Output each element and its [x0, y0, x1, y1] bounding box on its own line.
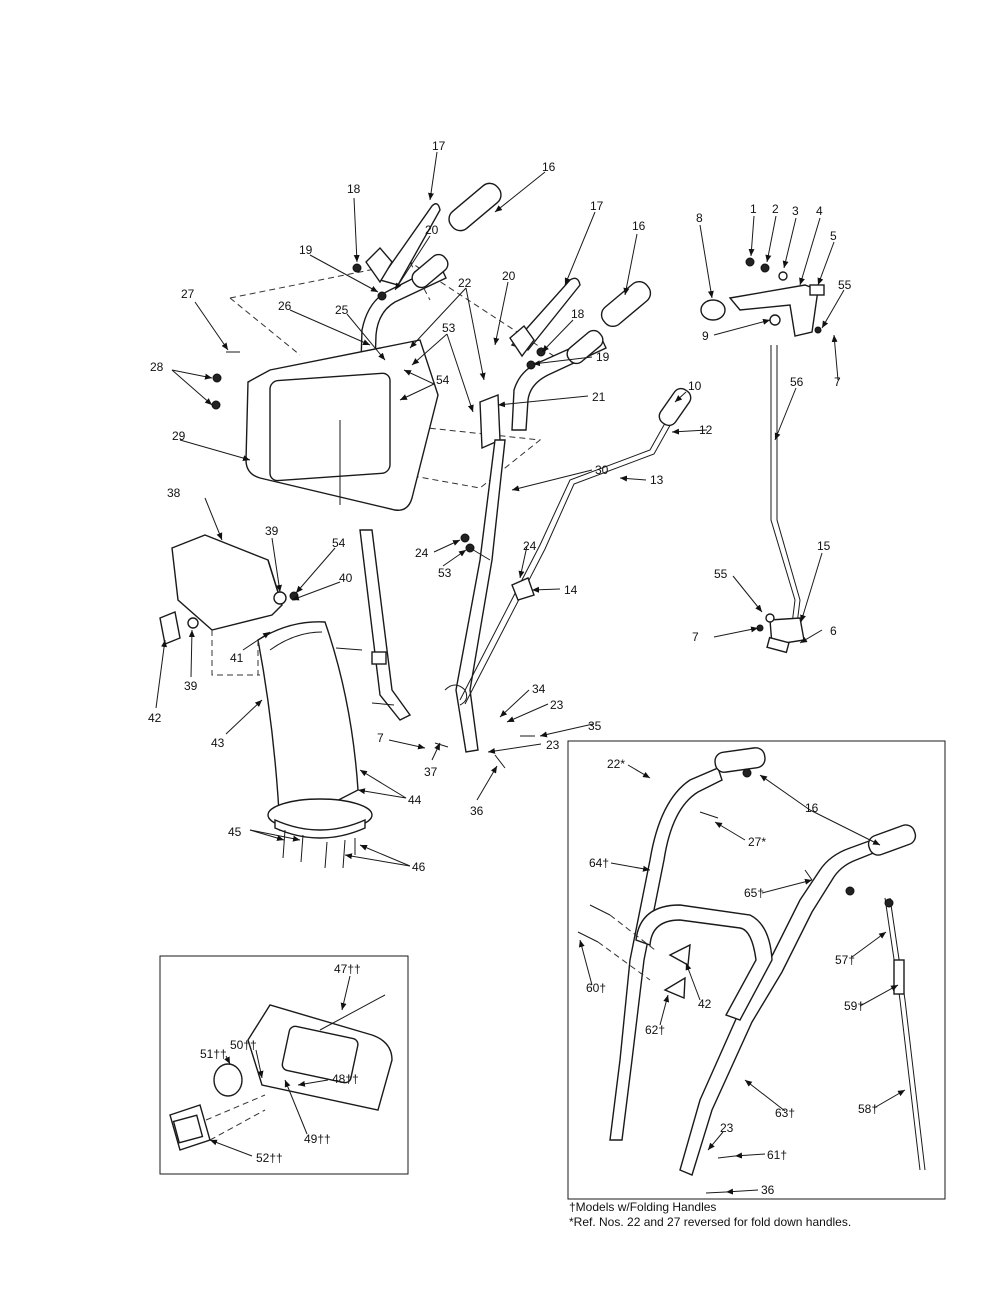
callout-35: 35 [588, 719, 602, 733]
callout-27-star: 27* [748, 835, 766, 849]
callout-9: 9 [702, 329, 709, 343]
callout-38: 38 [167, 486, 181, 500]
callout-22: 22 [458, 276, 472, 290]
callout-28: 28 [150, 360, 164, 374]
right-upper-handle [479, 277, 652, 450]
callout-43: 43 [211, 736, 225, 750]
callout-labels: 1 2 3 4 5 8 55 9 7 56 15 55 7 6 17 16 18… [148, 139, 878, 1197]
callout-64: 64† [589, 856, 609, 870]
callout-49: 49†† [304, 1132, 331, 1146]
callout-54-bottom: 54 [332, 536, 346, 550]
callout-39-bottom: 39 [184, 679, 198, 693]
callout-54-top: 54 [436, 373, 450, 387]
callout-62: 62† [645, 1023, 665, 1037]
callout-17-right: 17 [590, 199, 604, 213]
callout-2: 2 [772, 202, 779, 216]
callout-34: 34 [532, 682, 546, 696]
callout-45: 45 [228, 825, 242, 839]
callout-47-light-kit: 47†† [334, 962, 361, 976]
callout-46: 46 [412, 860, 426, 874]
callout-7-left: 7 [377, 731, 384, 745]
chute-assembly [159, 534, 373, 869]
callout-16-left: 16 [542, 160, 556, 174]
callout-21: 21 [592, 390, 606, 404]
handle-alignment-plane-lower [379, 424, 542, 489]
callout-59: 59† [844, 999, 864, 1013]
callout-3: 3 [792, 204, 799, 218]
callout-60: 60† [586, 981, 606, 995]
callout-20-left: 20 [425, 223, 439, 237]
handle-bolts [335, 547, 535, 769]
callout-24-left: 24 [415, 546, 429, 560]
callout-48: 48†† [332, 1072, 359, 1086]
callout-50-bulb: 50†† [230, 1038, 257, 1052]
lower-handles [359, 439, 506, 753]
callout-63: 63† [775, 1106, 795, 1120]
callout-52-lamp: 52†† [256, 1151, 283, 1165]
callout-12: 12 [699, 423, 713, 437]
callout-37: 37 [424, 765, 438, 779]
callout-17-left: 17 [432, 139, 446, 153]
callout-58: 58† [858, 1102, 878, 1116]
callout-41: 41 [230, 651, 244, 665]
callout-15: 15 [817, 539, 831, 553]
callout-29: 29 [172, 429, 186, 443]
callout-6: 6 [830, 624, 837, 638]
callout-53-bottom: 53 [438, 566, 452, 580]
callout-56: 56 [790, 375, 804, 389]
callout-16-folding: 16 [805, 801, 819, 815]
callout-53-top: 53 [442, 321, 456, 335]
callout-5: 5 [830, 229, 837, 243]
callout-55-top: 55 [838, 278, 852, 292]
callout-10: 10 [688, 379, 702, 393]
callout-23-bottom: 23 [546, 738, 560, 752]
callout-55-bottom: 55 [714, 567, 728, 581]
shift-bracket-assembly [700, 257, 825, 654]
callout-26: 26 [278, 299, 292, 313]
callout-1: 1 [750, 202, 757, 216]
callout-25: 25 [335, 303, 349, 317]
folding-handles-parts [577, 747, 926, 1194]
footnote-reversed-parts: *Ref. Nos. 22 and 27 reversed for fold d… [569, 1215, 852, 1229]
leader-lines [155, 151, 906, 1195]
callout-7-top: 7 [834, 375, 841, 389]
callout-19-left: 19 [299, 243, 313, 257]
callout-23-folding: 23 [720, 1121, 734, 1135]
callout-19-right: 19 [596, 350, 610, 364]
callout-27: 27 [181, 287, 195, 301]
callout-18-left: 18 [347, 182, 361, 196]
callout-65: 65† [744, 886, 764, 900]
callout-13: 13 [650, 473, 664, 487]
left-upper-handle [352, 182, 502, 396]
callout-57: 57† [835, 953, 855, 967]
light-kit-inset-frame [159, 955, 409, 1175]
callout-4: 4 [816, 204, 823, 218]
callout-8: 8 [696, 211, 703, 225]
callout-51-lens: 51†† [200, 1047, 227, 1061]
callout-16-right: 16 [632, 219, 646, 233]
callout-39-top: 39 [265, 524, 279, 538]
callout-61: 61† [767, 1148, 787, 1162]
callout-40: 40 [339, 571, 353, 585]
callout-36-folding: 36 [761, 1183, 775, 1197]
light-kit-parts [169, 994, 393, 1151]
callout-44: 44 [408, 793, 422, 807]
callout-7-right: 7 [692, 630, 699, 644]
callout-22-star: 22* [607, 757, 625, 771]
shift-rod [444, 387, 692, 706]
folding-handles-inset-frame [567, 740, 946, 1200]
callout-36: 36 [470, 804, 484, 818]
callout-23-top: 23 [550, 698, 564, 712]
callout-18-right: 18 [571, 307, 585, 321]
footnote-folding-handles: †Models w/Folding Handles [569, 1200, 717, 1214]
callout-20-right: 20 [502, 269, 516, 283]
callout-42-folding: 42 [698, 997, 712, 1011]
callout-30: 30 [595, 463, 609, 477]
callout-24-right: 24 [523, 539, 537, 553]
callout-14: 14 [564, 583, 578, 597]
callout-42: 42 [148, 711, 162, 725]
dash-panel [211, 339, 439, 511]
